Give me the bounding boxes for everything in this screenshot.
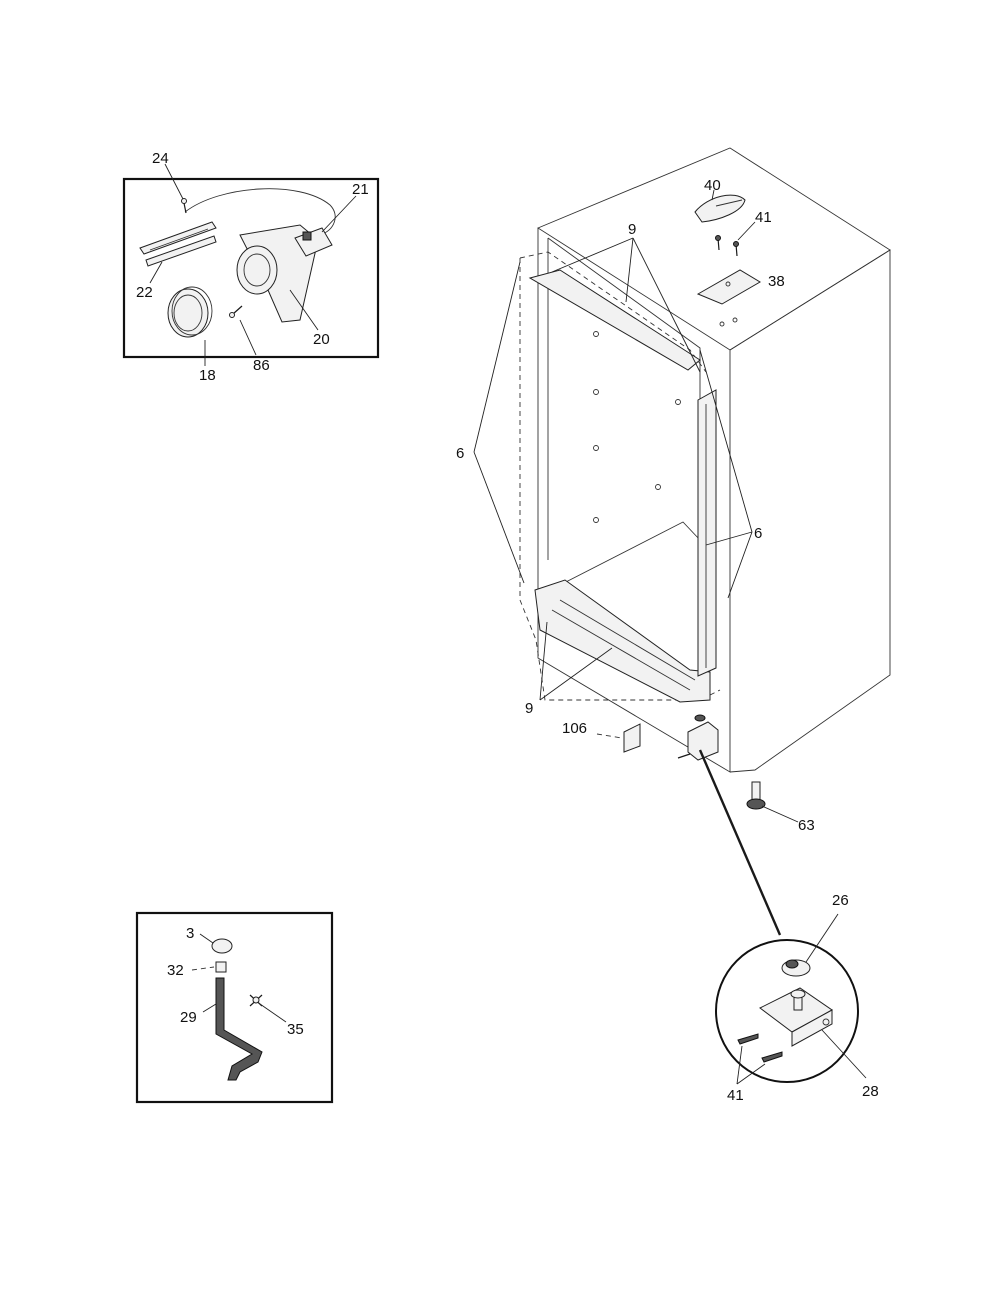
light-housing-part [236,224,319,323]
callout-6-right: 6 [754,525,762,542]
leader-6b-top [699,349,753,533]
light-strip-part [139,221,217,267]
leader-9b-left [539,621,548,701]
breaker-strip-side [697,389,717,677]
bushing-32-part [215,961,227,973]
callout-24: 24 [152,150,169,167]
leader-21 [321,195,357,233]
leader-9b-right [539,647,613,701]
light-assembly-inset: 24 21 22 20 18 86 [122,150,380,384]
leveling-leg-inset: 3 32 29 35 [135,911,334,1104]
cabinet-front [537,228,731,773]
callout-38: 38 [768,273,785,290]
leader-35 [259,1003,287,1023]
callout-40: 40 [704,177,721,194]
inset-frame-light [122,177,380,359]
inset-frame-leg [135,911,334,1104]
leader-41-hinge-a [736,1045,743,1085]
leg-29-part [215,977,263,1081]
callout-9-top: 9 [628,221,636,238]
callout-41-hinge: 41 [727,1087,744,1104]
hinge-bracket-28-part [759,987,833,1047]
leader-32 [191,966,215,971]
leg-63-part [746,781,766,810]
hinge-detail: 26 28 41 [698,749,879,1104]
detail-pointer [698,749,782,936]
detail-circle [715,939,859,1083]
pin-cap-26-part [781,959,811,977]
leader-24 [164,163,184,200]
clip-35-part [249,994,263,1007]
leader-29 [202,1003,217,1013]
breaker-strip-top [528,269,701,371]
leader-40 [711,189,715,201]
bracket-38-part [696,269,761,305]
callout-35: 35 [287,1021,304,1038]
light-lens-part [167,286,213,338]
leader-63 [761,805,799,823]
callout-106: 106 [562,720,587,737]
callout-3: 3 [186,925,194,942]
hinge-bottom-part [677,714,719,761]
leader-9a-mid [625,237,634,303]
screws-41-top [715,235,739,257]
callout-63: 63 [798,817,815,834]
callout-26: 26 [832,892,849,909]
leader-9a-right [632,237,701,373]
callout-22: 22 [136,284,153,301]
leader-6b-bottom [727,531,753,599]
callout-29: 29 [180,1009,197,1026]
callout-41-top: 41 [755,209,772,226]
callout-86: 86 [253,357,270,374]
screws-41-hinge [737,1033,783,1063]
screw-24-part [181,198,187,214]
callout-18: 18 [199,367,216,384]
leader-6a-bottom [473,451,525,584]
callout-28: 28 [862,1083,879,1100]
leader-86 [239,319,257,356]
cabinet-assembly: 6 6 9 9 40 41 38 106 [456,147,891,834]
screw-86-part [229,305,243,318]
leader-26 [805,913,839,963]
callout-21: 21 [352,181,369,198]
leader-106 [596,733,623,739]
breaker-strip-bottom [534,579,711,703]
cabinet-side [729,249,891,773]
leader-28 [821,1029,867,1079]
callout-6-left: 6 [456,445,464,462]
leader-41-hinge-b [736,1063,766,1085]
leader-20 [289,289,319,331]
leader-6a-top [473,261,521,453]
label-106-part [623,723,641,753]
callout-20: 20 [313,331,330,348]
callout-9-bottom: 9 [525,700,533,717]
leader-6b-mid [705,531,753,546]
cap-3-part [211,938,233,954]
leader-22 [149,261,163,284]
leader-3 [199,933,214,944]
leader-41-top [737,221,756,241]
knob-40-part [694,194,746,223]
socket-21-part [294,227,333,257]
leader-9a-left [551,237,634,273]
wire [184,188,336,236]
callout-32: 32 [167,962,184,979]
